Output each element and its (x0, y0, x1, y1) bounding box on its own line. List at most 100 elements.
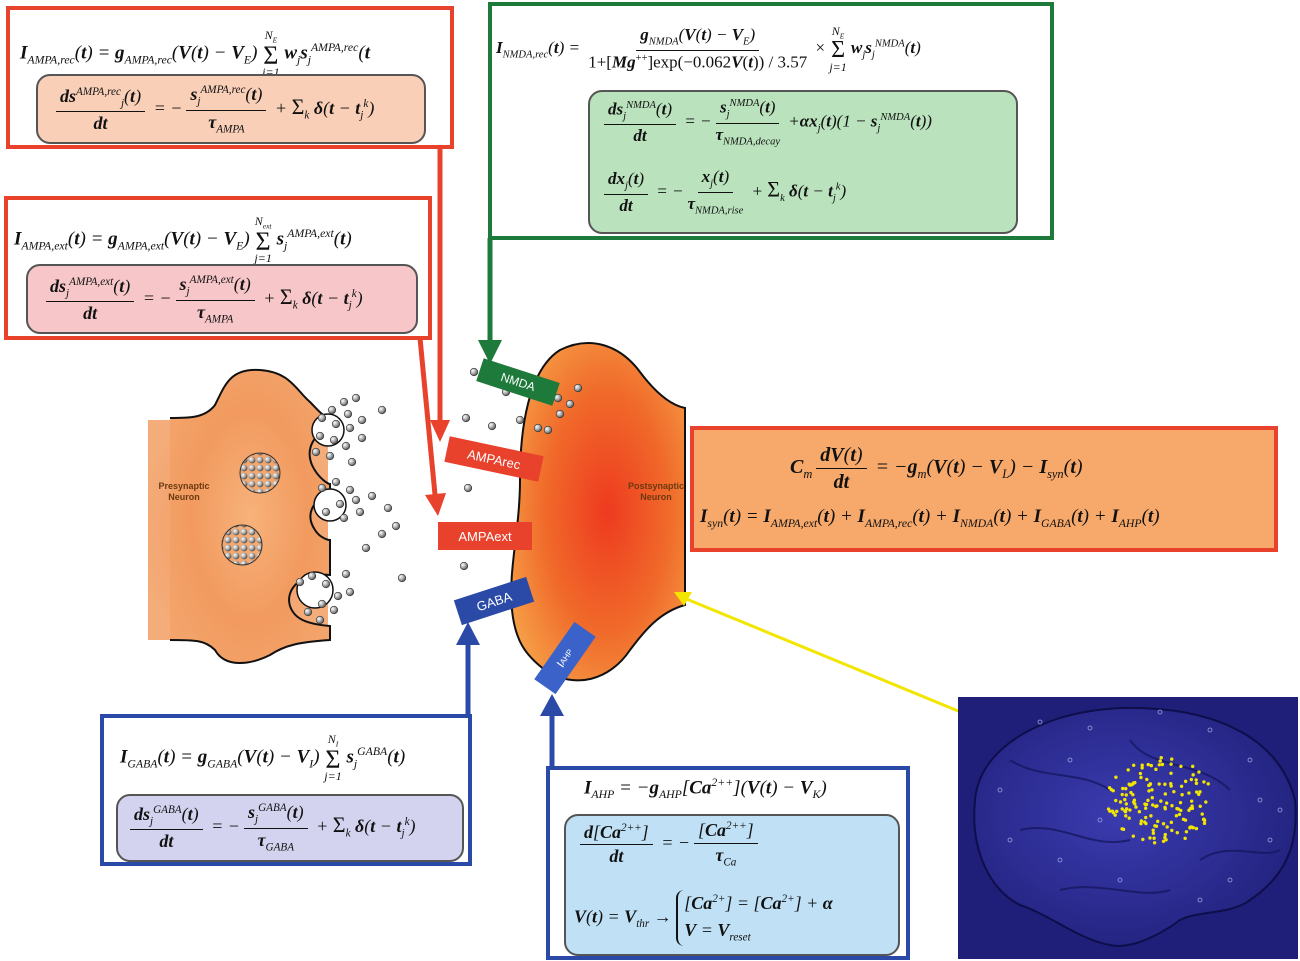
ampa-ext-receptor: AMPAext (438, 522, 532, 550)
brain-neuron-dot (1189, 799, 1194, 803)
brain-neuron-dot (1194, 781, 1199, 786)
brain-neuron-dot (1124, 814, 1128, 818)
brain-neuron-dot (1194, 790, 1199, 794)
brain-neuron-dot (1153, 824, 1157, 828)
vesicle (383, 503, 393, 513)
brain-neuron-dot (1150, 796, 1154, 800)
brain-neuron-dot (1107, 786, 1112, 790)
brain-neuron-dot (1179, 784, 1184, 788)
brain-neuron-dot (1111, 810, 1116, 815)
brain-neuron-dot (1152, 836, 1156, 840)
brain-neuron-dot (1159, 799, 1163, 803)
brain-neuron-dot (1121, 786, 1125, 791)
vesicle (311, 447, 321, 457)
vesicle (307, 571, 317, 581)
brain-neuron-dot (1137, 809, 1142, 814)
brain-neuron-dot (1154, 767, 1158, 772)
gaba-arrow (456, 622, 480, 718)
gaba-gating-eq: dsjGABA(t)dt = −sjGABA(t)τGABA + Σk δ(t … (126, 802, 416, 854)
brain-neuron-dot (1169, 762, 1173, 766)
brain-neuron-dot (1148, 836, 1152, 840)
vesicle (343, 409, 353, 419)
brain-neuron-dot (1151, 831, 1156, 835)
vesicle (321, 579, 331, 589)
ampa-ext-equation-box: IAMPA,ext(t) = gAMPA,ext(V(t) − VE) Next… (4, 196, 432, 340)
brain-neuron-dot (1170, 757, 1174, 761)
brain-neuron-dot (1118, 800, 1123, 804)
brain-neuron-dot (1163, 782, 1167, 786)
brain-neuron-dot (1146, 762, 1150, 767)
vesicle (573, 383, 583, 393)
brain-outer-dot (1227, 877, 1233, 883)
brain-outer-dot (1207, 727, 1213, 733)
brain-outer-dot (1057, 857, 1063, 863)
vesicle (317, 483, 327, 493)
brain-neuron-dot (1114, 798, 1118, 803)
brain-neuron-dot (1124, 807, 1129, 811)
ampa-ext-gating-eq: dsjAMPA,ext(t)dt = −sjAMPA,ext(t)τAMPA +… (42, 274, 363, 326)
brain-outer-dot (1247, 757, 1253, 763)
brain-neuron-dot (1138, 771, 1143, 776)
brain-neuron-dot (1159, 756, 1163, 760)
brain-neuron-dot (1200, 812, 1204, 816)
brain-neuron-dot (1145, 777, 1149, 782)
brain-neuron-dot (1163, 835, 1167, 840)
brain-outer-dot (1097, 817, 1103, 823)
vesicle (329, 605, 339, 615)
brain-neuron-dot (1131, 800, 1136, 804)
vesicle (459, 561, 469, 571)
brain-neuron-dot (1139, 775, 1143, 780)
brain-neuron-dot (1160, 762, 1165, 767)
brain-outer-dot (1087, 725, 1093, 731)
brain-neuron-dot (1127, 782, 1131, 786)
brain-neuron-dot (1151, 803, 1155, 807)
brain-neuron-dot (1126, 768, 1130, 772)
brain-neuron-dot (1139, 819, 1144, 823)
brain-neuron-dot (1180, 793, 1184, 797)
vesicle (339, 397, 349, 407)
brain-neuron-dot (1113, 813, 1117, 817)
brain-neuron-dot (1143, 802, 1148, 807)
brain-neuron-dot (1183, 779, 1188, 784)
nmda-receptor-label: NMDA (499, 369, 537, 395)
brain-neuron-dot (1165, 825, 1169, 829)
brain-neuron-dot (1163, 792, 1168, 796)
brain-outer-dot (1117, 877, 1123, 883)
nmda-gating-panel: dsjNMDA(t)dt = −sjNMDA(t)τNMDA,decay +αx… (588, 90, 1018, 234)
brain-neuron-dot (1157, 782, 1161, 786)
brain-neuron-dot (1206, 782, 1210, 786)
brain-neuron-dot (1128, 808, 1132, 812)
vesicle (347, 457, 357, 467)
brain-neuron-dot (1204, 800, 1208, 804)
vesicle (331, 477, 341, 487)
brain-neuron-dot (1179, 808, 1183, 813)
ahp-reset-eq: V(t) = Vthr → [Ca2+] = [Ca2+] + α V = Vr… (574, 890, 833, 947)
brain-neuron-dot (1106, 807, 1111, 811)
brain-neuron-dot (1163, 805, 1167, 810)
brain-neuron-dot (1191, 773, 1195, 777)
vesicle (315, 615, 325, 625)
brain-neuron-dot (1161, 822, 1166, 826)
brain-neuron-dot (1124, 786, 1128, 791)
nmda-arrow (478, 238, 502, 364)
vesicle (303, 607, 313, 617)
vesicle (315, 431, 325, 441)
vesicle (487, 421, 497, 431)
brain-neuron-dot (1124, 793, 1128, 797)
vesicle (463, 483, 473, 493)
ampa-rec-gating-eq: dsAMPA,recj(t)dt = −sjAMPA,rec(t)τAMPA +… (52, 84, 374, 136)
brain-neuron-dot (1181, 817, 1186, 821)
brain-neuron-dot (1169, 782, 1173, 786)
brain-neuron-dot (1164, 801, 1169, 805)
brain-neuron-dot (1127, 816, 1131, 820)
brain-neuron-dot (1121, 827, 1126, 832)
brain-neuron-dot (1198, 804, 1202, 808)
brain-neuron-dot (1202, 780, 1206, 784)
vesicle (543, 425, 553, 435)
ahp-gating-panel: d[Ca2++]dt = −[Ca2++]τCa V(t) = Vthr → [… (564, 814, 900, 956)
vesicle (341, 569, 351, 579)
vesicle (333, 591, 343, 601)
brain-neuron-dot (1170, 828, 1174, 833)
